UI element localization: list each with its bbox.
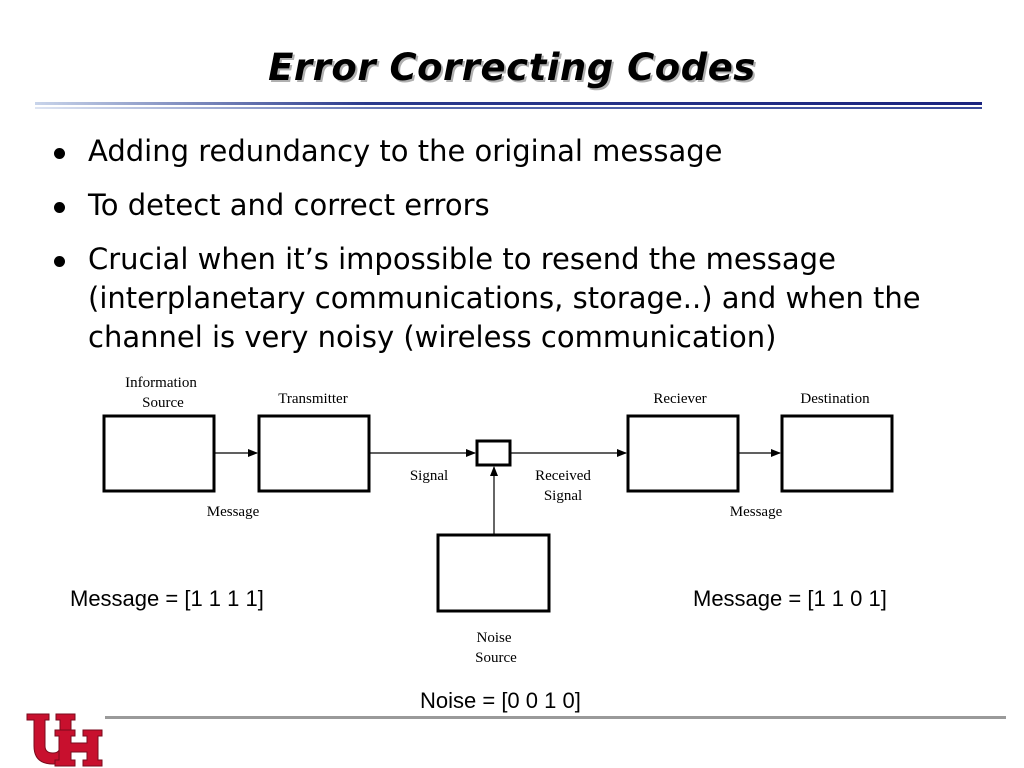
noise-source-label-line2: Source xyxy=(475,650,517,666)
footer-rule xyxy=(105,716,1006,719)
message-label-left: Message xyxy=(207,504,260,520)
received-signal-label-line1: Received xyxy=(535,468,591,484)
information-source-label-line2: Source xyxy=(142,395,184,411)
bullet-text: Crucial when it’s impossible to resend t… xyxy=(88,242,921,354)
bullet-dot-icon xyxy=(54,202,65,213)
university-logo-icon xyxy=(26,713,103,767)
title-underline-band-bottom xyxy=(35,107,982,109)
sent-message-equation: Message = [1 1 1 1] xyxy=(70,586,264,611)
received-signal-label-line2: Signal xyxy=(544,488,582,504)
information-source-label-line1: Information xyxy=(125,375,197,391)
title-underline-band-top xyxy=(35,102,982,105)
bullet-list: Adding redundancy to the original messag… xyxy=(50,132,990,372)
receiver-label: Reciever xyxy=(653,391,706,407)
bullet-item: Adding redundancy to the original messag… xyxy=(50,132,990,171)
information-source-box xyxy=(102,414,216,493)
noise-source-label-line1: Noise xyxy=(477,630,512,646)
transmitter-box xyxy=(257,414,371,493)
bullet-item: Crucial when it’s impossible to resend t… xyxy=(50,240,990,357)
noise-equation: Noise = [0 0 1 0] xyxy=(420,688,581,713)
destination-label: Destination xyxy=(800,391,870,407)
bullet-dot-icon xyxy=(54,148,65,159)
receiver-box xyxy=(626,414,740,493)
bullet-item: To detect and correct errors xyxy=(50,186,990,225)
received-message-equation: Message = [1 1 0 1] xyxy=(693,586,887,611)
signal-label: Signal xyxy=(410,468,448,484)
bullet-dot-icon xyxy=(54,256,65,267)
noise-source-box xyxy=(436,533,551,613)
transmitter-label: Transmitter xyxy=(278,391,347,407)
destination-box xyxy=(780,414,894,493)
bullet-text: To detect and correct errors xyxy=(88,188,490,222)
bullet-text: Adding redundancy to the original messag… xyxy=(88,134,723,168)
slide-title: Error Correcting Codes xyxy=(268,46,756,89)
channel-box xyxy=(475,439,512,467)
title-underline xyxy=(35,102,982,111)
message-label-right: Message xyxy=(730,504,783,520)
